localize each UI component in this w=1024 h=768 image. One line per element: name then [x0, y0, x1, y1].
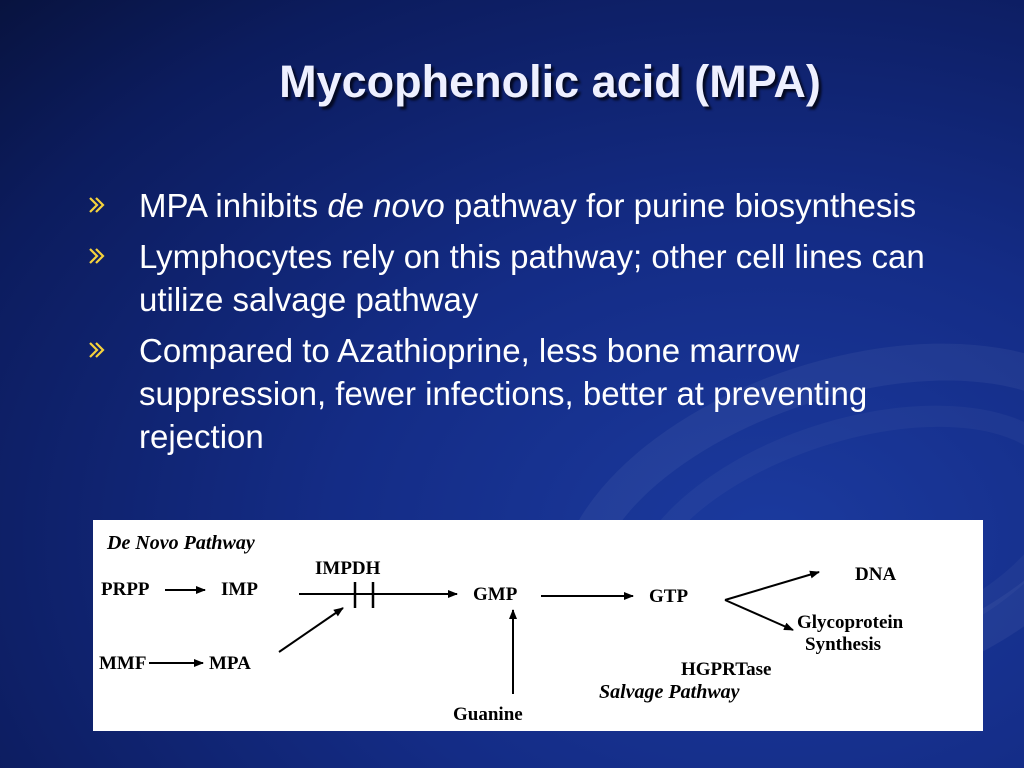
bullet-text: Compared to Azathioprine, less bone marr… [139, 332, 868, 455]
bullet-item: Lymphocytes rely on this pathway; other … [86, 235, 956, 321]
slide-title: Mycophenolic acid (MPA) [279, 56, 821, 107]
purine-pathway-diagram: De Novo Pathway PRPP IMP IMPDH GMP GTP D… [93, 520, 983, 731]
de-novo-pathway-label: De Novo Pathway [106, 532, 255, 554]
node-guanine: Guanine [453, 704, 523, 725]
arrow-mpa-inhibition [278, 607, 344, 653]
node-dna: DNA [855, 564, 896, 585]
node-mpa: MPA [209, 653, 251, 674]
arrow-bullet-icon [89, 197, 105, 213]
node-imp: IMP [221, 579, 258, 600]
bullet-text-before: MPA inhibits [139, 187, 328, 224]
node-gtp: GTP [649, 586, 688, 607]
pathway-diagram-svg: De Novo Pathway PRPP IMP IMPDH GMP GTP D… [99, 532, 904, 725]
arrow-gtp-dna [724, 570, 820, 601]
node-synthesis: Synthesis [805, 634, 881, 655]
enzyme-hgprtase: HGPRTase [681, 659, 771, 680]
bullet-text-after: pathway for purine biosynthesis [444, 187, 917, 224]
bullet-item: MPA inhibits de novo pathway for purine … [86, 184, 956, 227]
node-prpp: PRPP [101, 579, 150, 600]
bullet-item: Compared to Azathioprine, less bone marr… [86, 329, 956, 458]
bullet-text: Lymphocytes rely on this pathway; other … [139, 238, 925, 318]
bullet-text-emphasis: de novo [327, 187, 445, 224]
node-mmf: MMF [99, 653, 146, 674]
arrow-bullet-icon [89, 342, 105, 358]
bullet-list: MPA inhibits de novo pathway for purine … [86, 184, 956, 466]
enzyme-impdh: IMPDH [315, 558, 381, 579]
salvage-pathway-label: Salvage Pathway [599, 681, 740, 703]
arrow-bullet-icon [89, 248, 105, 264]
node-gmp: GMP [473, 584, 518, 605]
node-glycoprotein: Glycoprotein [797, 612, 904, 633]
arrow-gtp-glycoprotein [724, 599, 794, 631]
